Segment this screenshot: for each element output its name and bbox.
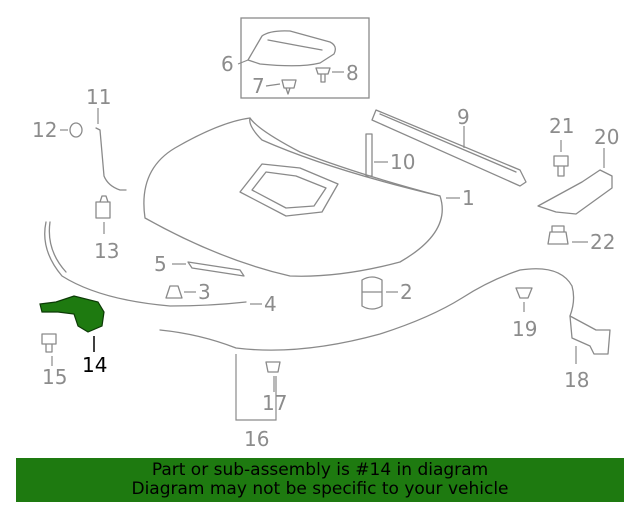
cowl-part-9-detail xyxy=(379,113,517,173)
callout-1: 1 xyxy=(462,186,475,210)
callout-13: 13 xyxy=(94,239,119,263)
bumper-part-2 xyxy=(361,276,383,310)
callout-11: 11 xyxy=(86,85,111,109)
leader-7 xyxy=(265,83,281,87)
callout-18: 18 xyxy=(564,368,589,392)
callout-21: 21 xyxy=(549,114,574,138)
cushion-part-3 xyxy=(165,285,183,299)
callout-3: 3 xyxy=(198,280,211,304)
callout-10: 10 xyxy=(390,150,415,174)
callout-14: 14 xyxy=(82,353,107,377)
grommet-part-12 xyxy=(69,122,83,138)
leader-6 xyxy=(237,59,249,65)
stop-part-22 xyxy=(547,225,569,245)
callout-2: 2 xyxy=(400,280,413,304)
hinge-part-20 xyxy=(537,169,613,215)
holder-part-13 xyxy=(95,195,111,219)
callout-17: 17 xyxy=(262,391,287,415)
callout-7: 7 xyxy=(252,74,265,98)
hood-scoop-inner xyxy=(251,171,327,209)
notice-line-1: Part or sub-assembly is #14 in diagram xyxy=(151,460,489,480)
callout-19: 19 xyxy=(512,317,537,341)
callout-12: 12 xyxy=(32,118,57,142)
notice-line-2: Diagram may not be specific to your vehi… xyxy=(131,479,509,499)
callout-4: 4 xyxy=(264,292,277,316)
seal-part-4-edge xyxy=(48,221,67,273)
bolt-part-15 xyxy=(41,333,57,353)
inset-box xyxy=(240,17,370,99)
hood-panel xyxy=(143,117,443,277)
callout-20: 20 xyxy=(594,125,619,149)
callout-8: 8 xyxy=(346,61,359,85)
clip-part-7 xyxy=(281,79,297,95)
callout-6: 6 xyxy=(221,52,234,76)
callout-9: 9 xyxy=(457,105,470,129)
callout-5: 5 xyxy=(154,252,167,276)
hood-scoop-part xyxy=(247,30,336,67)
clip-part-19 xyxy=(515,287,533,299)
notice-banner: Part or sub-assembly is #14 in diagram D… xyxy=(16,458,624,502)
leader-16 xyxy=(235,354,277,421)
seal-part-5 xyxy=(187,261,245,277)
clip-part-17 xyxy=(265,361,281,373)
callout-22: 22 xyxy=(590,230,615,254)
prop-rod-part-11 xyxy=(95,127,127,191)
release-cable-part-16 xyxy=(159,268,575,351)
bolt-part-21 xyxy=(553,155,569,177)
release-handle-part-18 xyxy=(569,315,611,355)
hood-scoop-opening xyxy=(239,163,339,217)
seal-part-4 xyxy=(44,221,247,307)
screw-part-8 xyxy=(315,67,331,83)
callout-15: 15 xyxy=(42,365,67,389)
stud-part-10 xyxy=(365,133,373,177)
callout-16: 16 xyxy=(244,427,269,451)
cowl-part-9 xyxy=(371,109,527,187)
hood-inner-edge xyxy=(249,117,441,197)
hood-latch-part-14 xyxy=(39,295,105,333)
hood-scoop-detail xyxy=(267,39,323,51)
